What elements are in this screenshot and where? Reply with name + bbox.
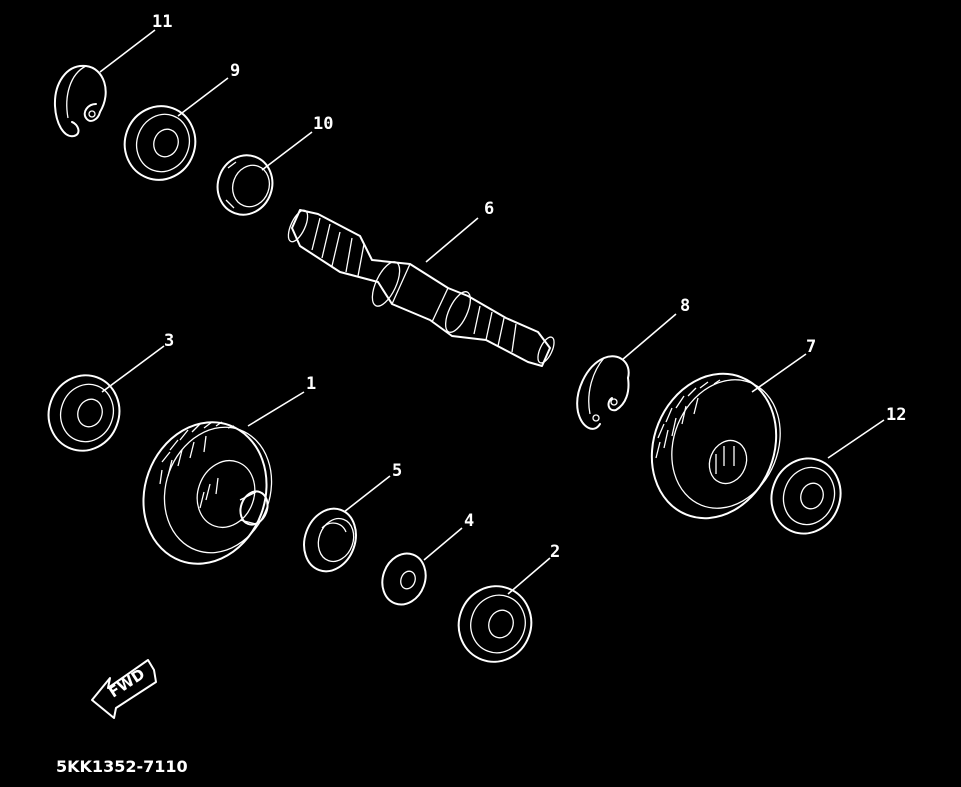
- fwd-label: FWD: [105, 665, 148, 701]
- callout-10: 10: [313, 114, 333, 134]
- gear-part-7: [650, 372, 781, 520]
- callout-3: 3: [164, 331, 174, 351]
- callout-12: 12: [886, 405, 906, 425]
- needle-bearing-part-10: [216, 154, 274, 216]
- leader-lines: [99, 29, 885, 595]
- fwd-arrow-icon: FWD: [91, 659, 157, 719]
- part-code: 5KK1352-7110: [56, 757, 188, 776]
- callout-2: 2: [550, 542, 560, 562]
- bearing-part-2: [457, 585, 533, 663]
- callout-4: 4: [464, 511, 474, 531]
- collar-part-5: [303, 507, 357, 573]
- bearing-part-3: [47, 374, 121, 452]
- circlip-part-8: [576, 355, 630, 430]
- shaft-part-6: [287, 209, 555, 367]
- callout-7: 7: [806, 337, 816, 357]
- callout-6: 6: [484, 199, 494, 219]
- callout-9: 9: [230, 61, 240, 81]
- callout-5: 5: [392, 461, 402, 481]
- washer-part-4: [381, 552, 427, 606]
- callout-1: 1: [306, 374, 316, 394]
- callout-11: 11: [152, 12, 172, 32]
- bearing-part-9: [123, 105, 197, 181]
- circlip-part-11: [53, 64, 107, 138]
- gear-part-1: [142, 421, 273, 565]
- bearing-part-12: [770, 457, 842, 535]
- callout-8: 8: [680, 296, 690, 316]
